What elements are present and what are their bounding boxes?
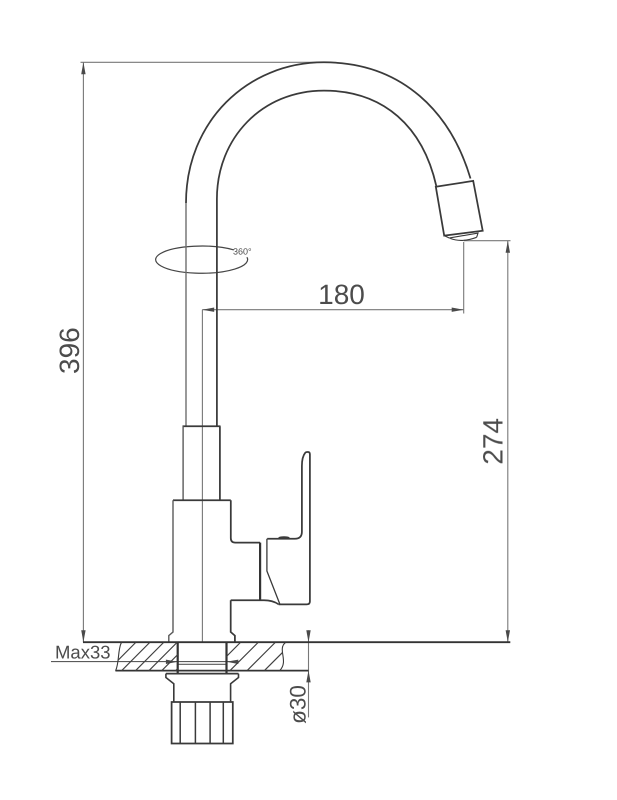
svg-text:274: 274 bbox=[478, 418, 509, 465]
svg-text:180: 180 bbox=[318, 279, 365, 310]
svg-text:Max33: Max33 bbox=[55, 642, 111, 663]
svg-text:396: 396 bbox=[54, 327, 85, 374]
svg-text:360°: 360° bbox=[233, 247, 252, 257]
svg-text:ø30: ø30 bbox=[286, 685, 311, 724]
